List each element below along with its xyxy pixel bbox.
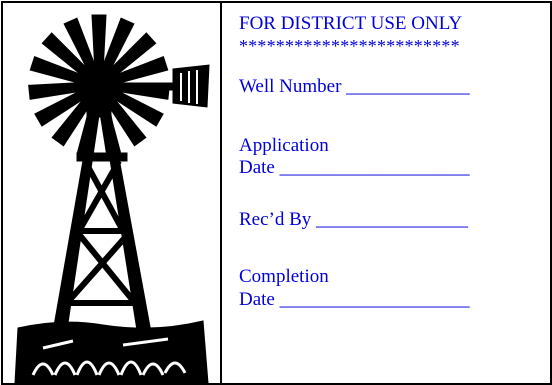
- windmill-icon: [14, 14, 210, 383]
- completion-label: Completion: [239, 266, 329, 287]
- well-number-field: Well Number _____________: [239, 76, 470, 97]
- district-fields: FOR DISTRICT USE ONLY ******************…: [222, 3, 550, 383]
- column-divider: [220, 3, 222, 383]
- star-separator: ************************: [239, 36, 460, 56]
- received-by-field: Rec’d By ________________: [239, 209, 469, 230]
- application-date-field: Date ____________________: [239, 157, 470, 178]
- application-label: Application: [239, 135, 329, 156]
- form-header: FOR DISTRICT USE ONLY: [239, 13, 463, 34]
- windmill-illustration: [3, 3, 220, 383]
- completion-date-field: Date ____________________: [239, 289, 470, 310]
